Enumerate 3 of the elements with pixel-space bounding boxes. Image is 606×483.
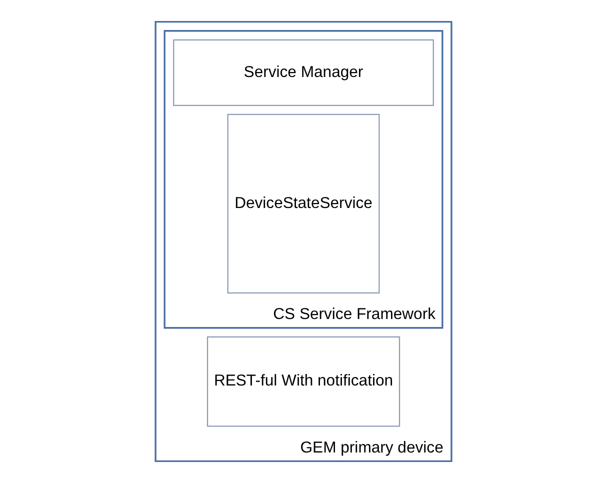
node-box: DeviceStateService: [226, 114, 380, 294]
node-box: Service Manager: [172, 39, 434, 106]
node-box: REST-ful With notification: [206, 336, 400, 427]
